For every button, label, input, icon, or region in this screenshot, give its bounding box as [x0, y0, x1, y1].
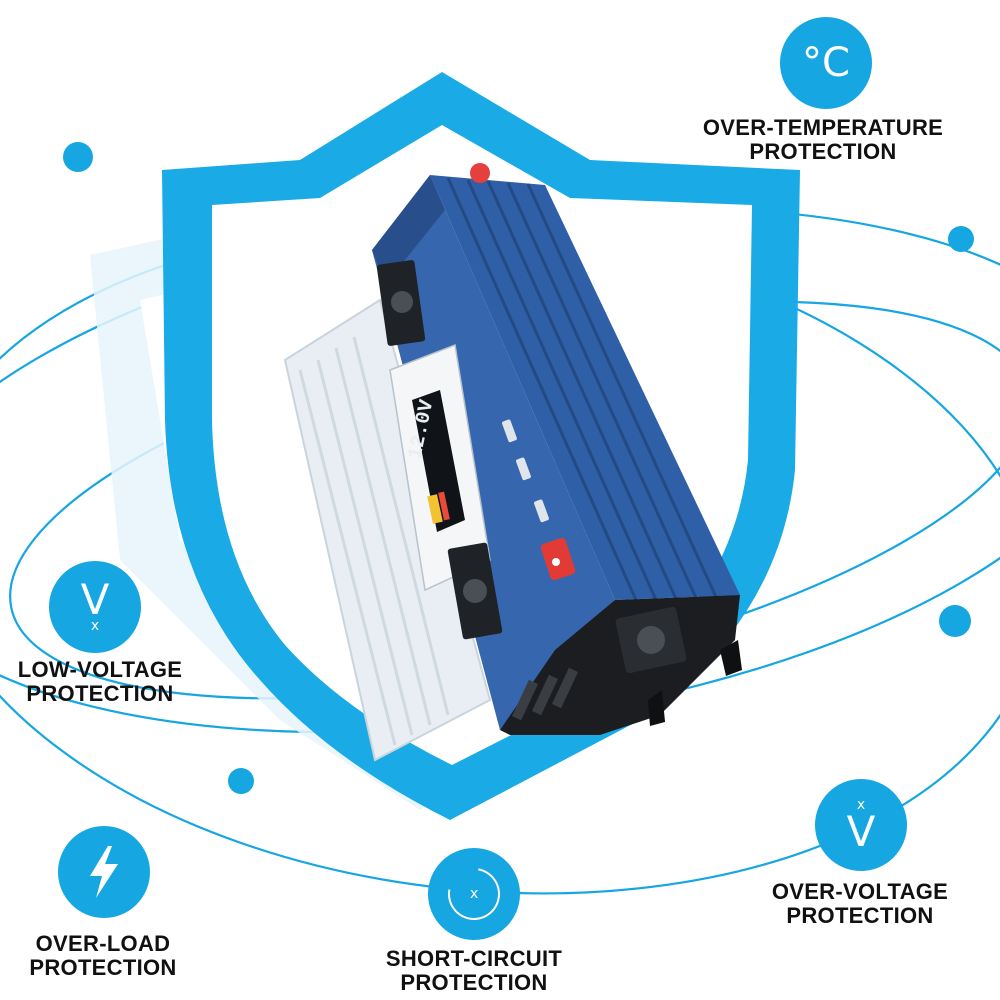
terminal-knob — [470, 163, 490, 183]
orbit-dot — [63, 142, 93, 172]
short-circuit-label: SHORT-CIRCUIT PROTECTION — [384, 947, 564, 995]
over-temperature-badge: °C — [780, 17, 872, 109]
celsius-icon: °C — [802, 40, 850, 86]
lcd-screen — [412, 390, 465, 532]
x-mark-icon: x — [469, 886, 479, 903]
over-voltage-badge: x V — [815, 779, 907, 871]
feature-title-line1: OVER-TEMPERATURE — [702, 115, 944, 140]
orbit-dot — [228, 768, 254, 794]
feature-title-line2: PROTECTION — [786, 903, 934, 928]
feature-title-line2: PROTECTION — [400, 970, 548, 995]
over-load-label: OVER-LOAD PROTECTION — [27, 932, 179, 980]
over-load-badge — [58, 826, 150, 918]
orbit-dot — [948, 226, 974, 252]
feature-title-line1: LOW-VOLTAGE — [17, 657, 183, 682]
feature-title-line1: OVER-VOLTAGE — [771, 879, 949, 904]
x-mark-icon: x — [856, 797, 866, 813]
usb-port-1 — [502, 419, 517, 443]
feature-title-line1: OVER-LOAD — [35, 931, 171, 956]
usb-port-3 — [534, 499, 549, 523]
low-voltage-label: LOW-VOLTAGE PROTECTION — [14, 658, 186, 706]
x-mark-icon: x — [90, 618, 100, 634]
over-voltage-icon: V — [846, 807, 876, 856]
short-circuit-badge: x — [428, 848, 520, 940]
usb-port-2 — [516, 457, 531, 481]
over-temperature-label: OVER-TEMPERATURE PROTECTION — [700, 116, 946, 164]
short-circuit-icon: x — [437, 857, 511, 931]
low-voltage-icon: V — [80, 575, 110, 624]
feature-title-line2: PROTECTION — [29, 955, 177, 980]
power-inverter-illustration: 12.0V — [283, 163, 742, 762]
lightning-bolt-icon — [90, 846, 118, 898]
low-voltage-badge: V x — [49, 561, 141, 653]
over-voltage-label: OVER-VOLTAGE PROTECTION — [767, 880, 953, 928]
feature-title-line2: PROTECTION — [26, 681, 174, 706]
feature-title-line2: PROTECTION — [749, 139, 897, 164]
orbit-dot — [939, 605, 971, 637]
feature-title-line1: SHORT-CIRCUIT — [385, 946, 563, 971]
